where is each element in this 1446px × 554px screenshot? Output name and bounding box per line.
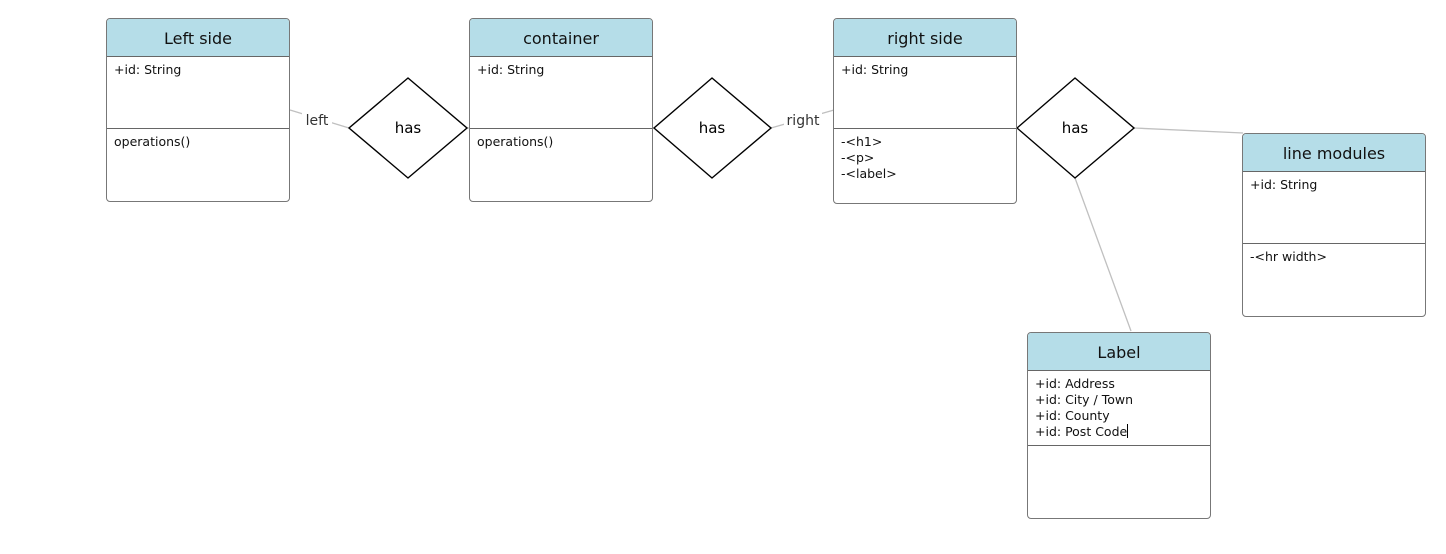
relationship-label-has-2: has [699, 119, 726, 137]
class-attributes: +id: String [470, 57, 652, 129]
class-title: Label [1028, 333, 1210, 371]
class-operations: -<hr width> [1243, 244, 1425, 270]
attribute: +id: String [477, 62, 545, 77]
relationship-diamond-has-2[interactable] [652, 77, 773, 179]
relationship-diamond-has-1[interactable] [347, 77, 469, 179]
class-title: line modules [1243, 134, 1425, 172]
relationship-diamond-has-3[interactable] [1015, 77, 1136, 179]
class-right-side[interactable]: right side +id: String -<h1> -<p> -<labe… [833, 18, 1017, 204]
edge-has-label[interactable] [1074, 177, 1132, 332]
class-operations: operations() [107, 129, 289, 155]
class-title: container [470, 19, 652, 57]
class-title: right side [834, 19, 1016, 57]
class-attributes: +id: String [107, 57, 289, 129]
class-operations [1028, 446, 1210, 456]
edge-label-right-bg [784, 109, 822, 129]
edge-label-left: left [306, 113, 329, 129]
operation: operations() [114, 134, 191, 149]
attribute-row-editing[interactable]: +id: Post Code [1035, 424, 1203, 440]
class-title: Left side [107, 19, 289, 57]
attribute: +id: String [114, 62, 182, 77]
relationship-label-has-1: has [395, 119, 422, 137]
class-attributes: +id: Address +id: City / Town +id: Count… [1028, 371, 1210, 446]
class-attributes: +id: String [1243, 172, 1425, 244]
class-operations: -<h1> -<p> -<label> [834, 129, 1016, 187]
class-operations: operations() [470, 129, 652, 155]
attribute: +id: String [841, 62, 909, 77]
attribute: +id: Address [1035, 376, 1115, 391]
edge-has-line-modules[interactable] [1133, 127, 1244, 134]
edge-label-right: right [787, 113, 820, 129]
attribute: +id: City / Town [1035, 392, 1134, 407]
class-container[interactable]: container +id: String operations() [469, 18, 653, 202]
attribute[interactable]: +id: Post Code [1035, 424, 1128, 439]
class-line-modules[interactable]: line modules +id: String -<hr width> [1242, 133, 1426, 317]
relationship-label-has-3: has [1062, 119, 1089, 137]
class-attributes: +id: String [834, 57, 1016, 129]
text-cursor [1127, 424, 1129, 438]
attribute: +id: County [1035, 408, 1110, 423]
class-label[interactable]: Label +id: Address +id: City / Town +id:… [1027, 332, 1211, 519]
operation: -<label> [841, 166, 897, 181]
class-left-side[interactable]: Left side +id: String operations() [106, 18, 290, 202]
operation: -<hr width> [1250, 249, 1327, 264]
attribute: +id: String [1250, 177, 1318, 192]
edge-label-left-bg [302, 109, 332, 129]
operation: operations() [477, 134, 554, 149]
operation: -<h1> [841, 134, 883, 149]
operation: -<p> [841, 150, 875, 165]
